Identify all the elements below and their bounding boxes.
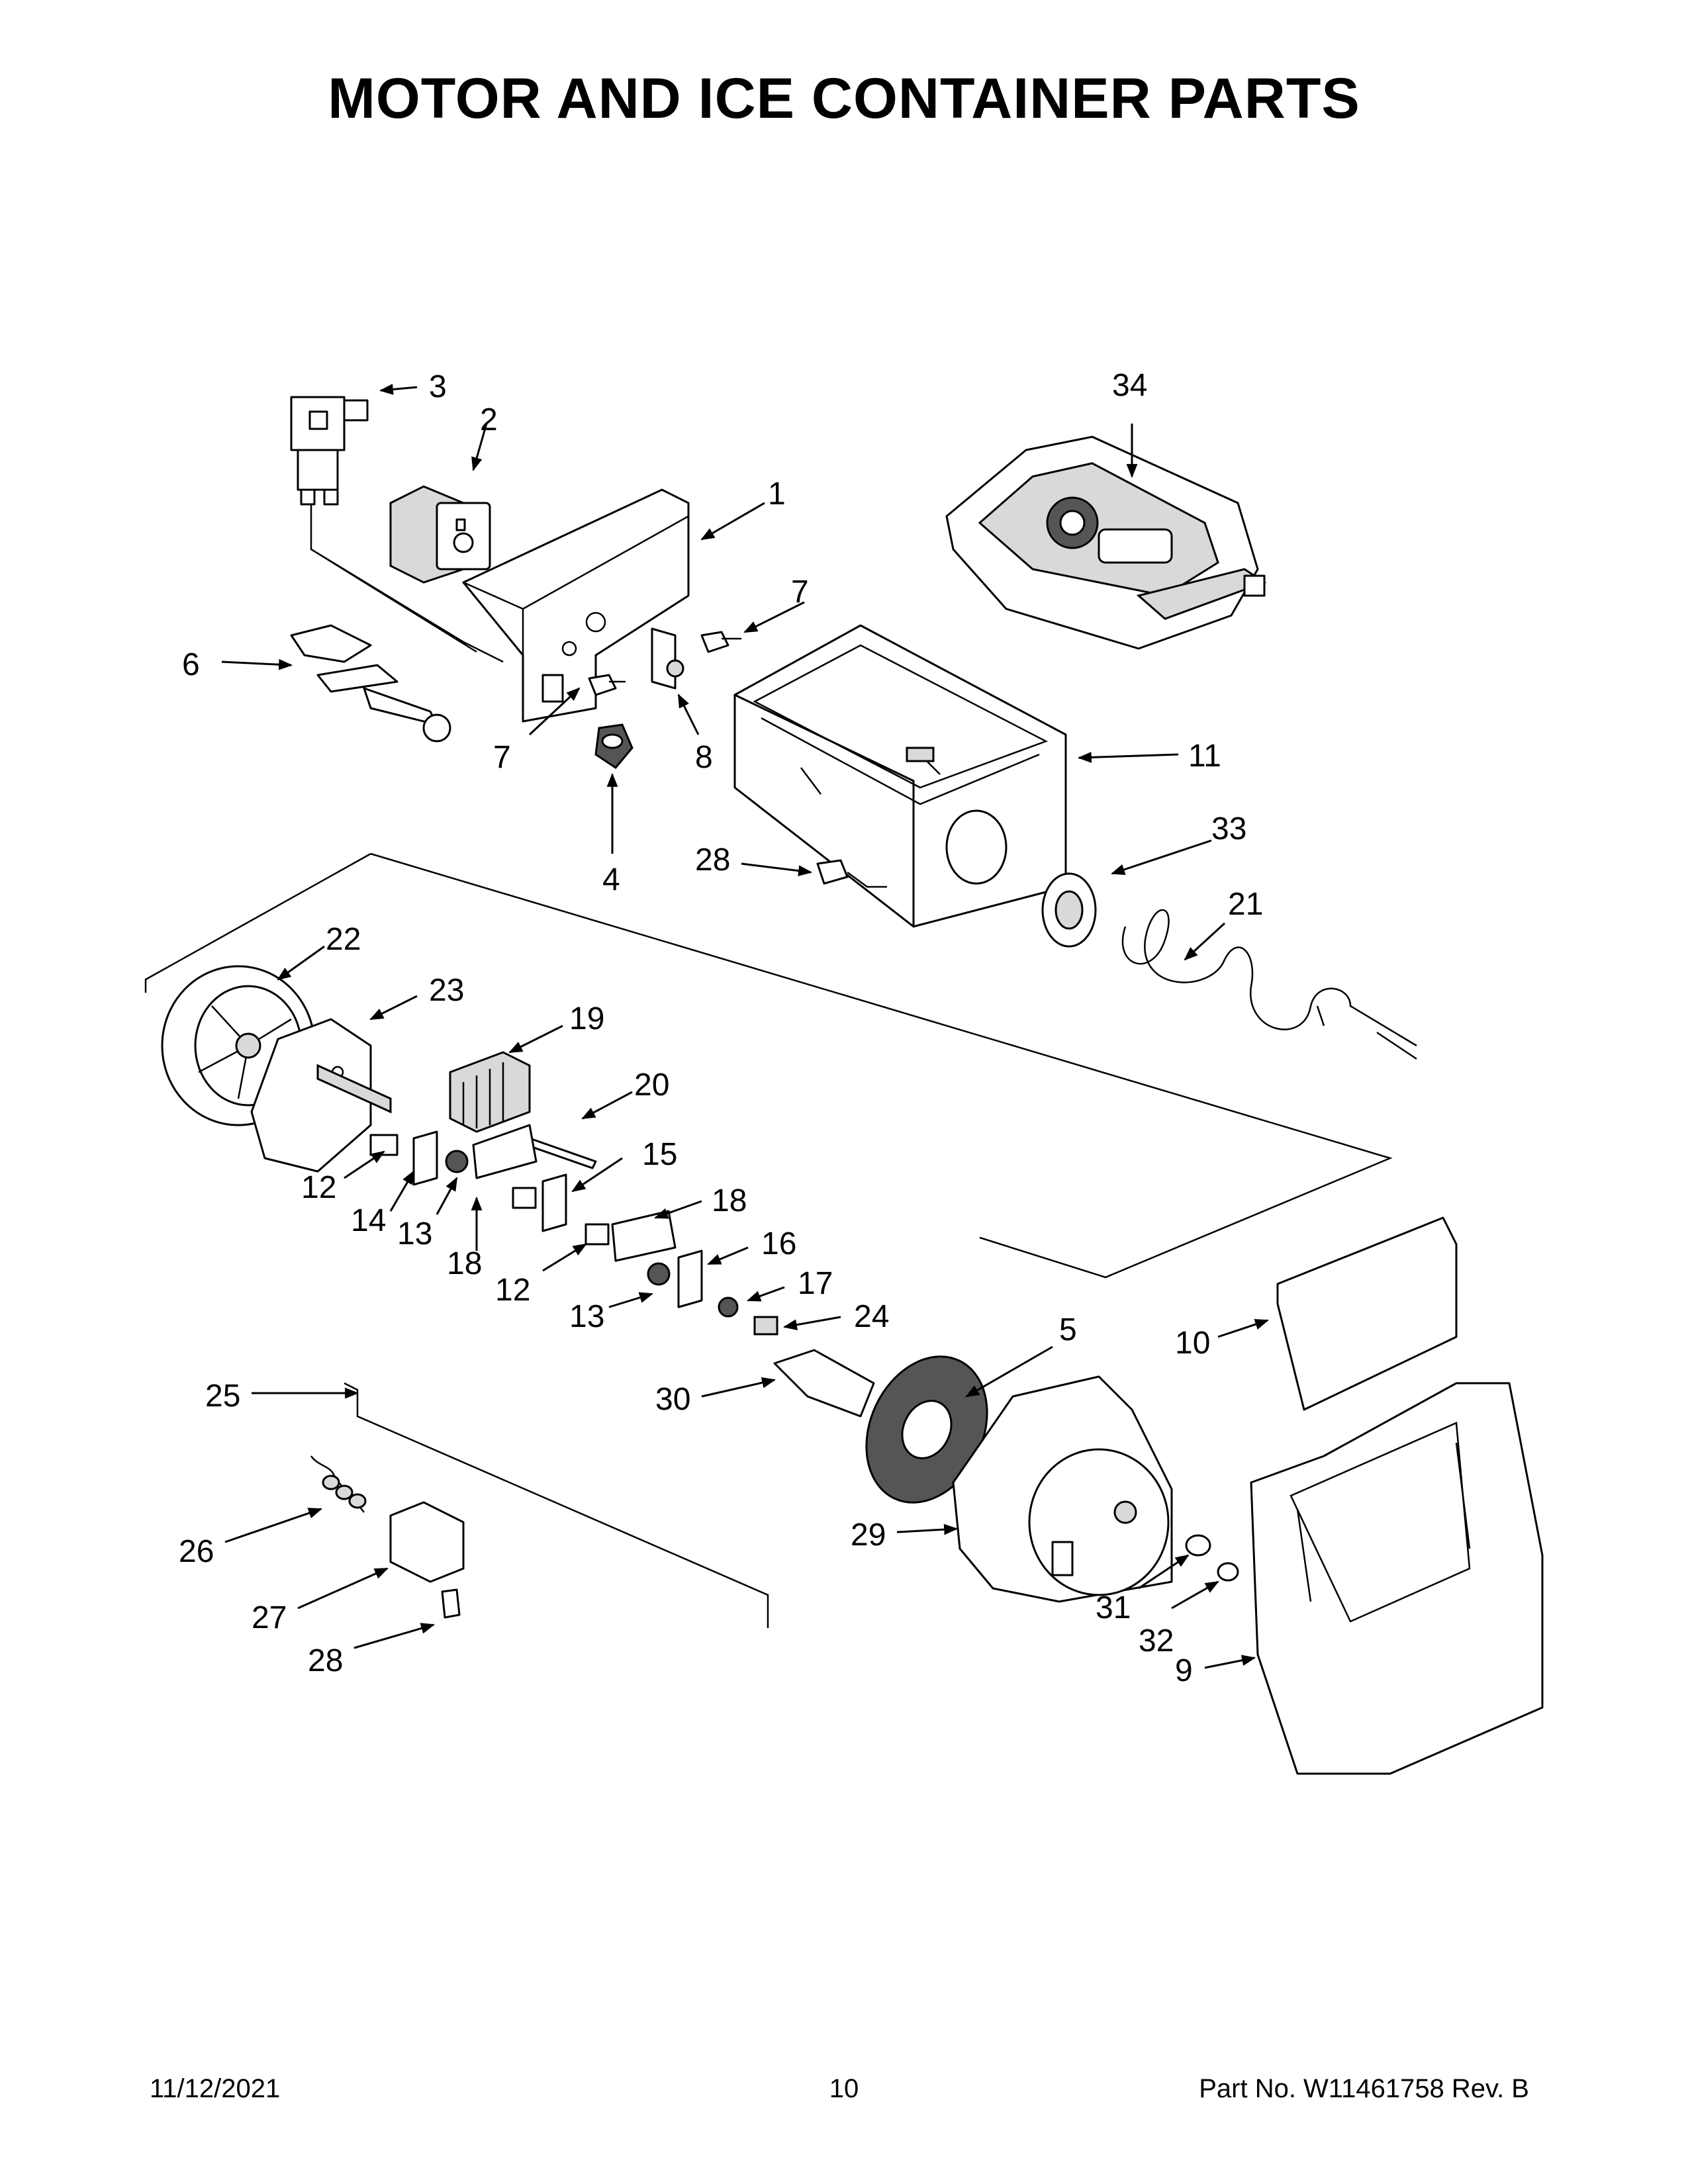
rear-plate-part xyxy=(250,1018,392,1173)
rod-part xyxy=(344,1382,769,1628)
knob-part xyxy=(594,723,633,769)
callout-1: 1 xyxy=(768,477,786,512)
screw-part xyxy=(816,859,887,888)
callout-13: 13 xyxy=(397,1216,432,1251)
callout-labels: 3 2 1 34 7 6 7 8 11 4 28 33 21 22 23 19 … xyxy=(179,368,1263,1688)
callout-4: 4 xyxy=(602,862,620,897)
callout-26: 26 xyxy=(179,1534,214,1569)
callout-18: 18 xyxy=(447,1246,482,1281)
callout-16: 16 xyxy=(761,1226,796,1261)
callout-20: 20 xyxy=(634,1068,669,1103)
drive-disc-part xyxy=(865,1355,988,1504)
callout-28: 28 xyxy=(308,1643,343,1678)
callout-22: 22 xyxy=(326,922,361,957)
screw-part xyxy=(588,674,626,696)
ice-crusher-block-part xyxy=(449,1051,531,1133)
callout-25: 25 xyxy=(205,1379,240,1414)
callout-11: 11 xyxy=(1188,739,1221,774)
callout-12: 12 xyxy=(301,1170,336,1205)
callout-29: 29 xyxy=(851,1518,886,1553)
callout-3: 3 xyxy=(429,369,447,404)
callout-7: 7 xyxy=(493,740,511,775)
callout-15: 15 xyxy=(642,1137,677,1172)
callout-32: 32 xyxy=(1139,1623,1174,1659)
crusher-blade-stack xyxy=(369,1124,778,1336)
clip-part xyxy=(651,627,684,690)
screw-part xyxy=(441,1588,461,1619)
callout-17: 17 xyxy=(798,1266,833,1301)
upper-frame-outline xyxy=(310,463,504,663)
callout-10: 10 xyxy=(1175,1326,1210,1361)
e-ring-part xyxy=(1217,1562,1239,1582)
dispenser-front-part xyxy=(1250,1382,1544,1775)
crusher-shaft-part xyxy=(525,1137,597,1169)
callout-34: 34 xyxy=(1112,368,1147,403)
callout-21: 21 xyxy=(1228,887,1263,922)
footer-page-number: 10 xyxy=(829,2074,859,2103)
leader-lines xyxy=(221,383,1269,1669)
motor-bracket-part xyxy=(462,488,690,723)
bushing-part xyxy=(1041,872,1097,948)
dispenser-motor-housing-part xyxy=(952,1375,1173,1603)
harness-switch-part xyxy=(290,624,451,743)
callout-24: 24 xyxy=(854,1299,889,1334)
callout-27: 27 xyxy=(252,1600,287,1635)
page-title: MOTOR AND ICE CONTAINER PARTS xyxy=(328,67,1360,130)
callout-33: 33 xyxy=(1211,811,1246,846)
water-valve-part xyxy=(290,396,369,506)
screw-part xyxy=(700,631,741,653)
callout-23: 23 xyxy=(429,973,464,1008)
auger-part xyxy=(1121,909,1417,1060)
callout-30: 30 xyxy=(655,1382,690,1417)
dispenser-door-part xyxy=(1276,1216,1458,1411)
callout-12: 12 xyxy=(495,1273,530,1308)
callout-6: 6 xyxy=(182,647,200,682)
lower-plate-outline xyxy=(144,852,1393,1279)
callout-2: 2 xyxy=(480,402,498,437)
callout-28: 28 xyxy=(695,842,730,878)
ice-container-part xyxy=(733,624,1067,928)
callout-9: 9 xyxy=(1175,1653,1193,1688)
footer-date: 11/12/2021 xyxy=(150,2074,281,2103)
auger-motor-part xyxy=(389,485,491,584)
footer-part-number: Part No. W11461758 Rev. B xyxy=(1199,2074,1529,2103)
washer-part xyxy=(1185,1534,1211,1557)
bracket-part xyxy=(389,1501,465,1583)
callout-18: 18 xyxy=(712,1183,747,1218)
callout-31: 31 xyxy=(1096,1590,1131,1625)
callout-8: 8 xyxy=(695,740,713,775)
callout-13: 13 xyxy=(569,1299,604,1334)
callout-19: 19 xyxy=(569,1001,604,1036)
cam-part xyxy=(773,1349,875,1418)
callout-5: 5 xyxy=(1059,1312,1077,1347)
icemaker-assembly-part xyxy=(945,435,1267,650)
callout-7: 7 xyxy=(791,574,809,610)
callout-14: 14 xyxy=(351,1203,386,1238)
spring-part xyxy=(310,1455,367,1513)
